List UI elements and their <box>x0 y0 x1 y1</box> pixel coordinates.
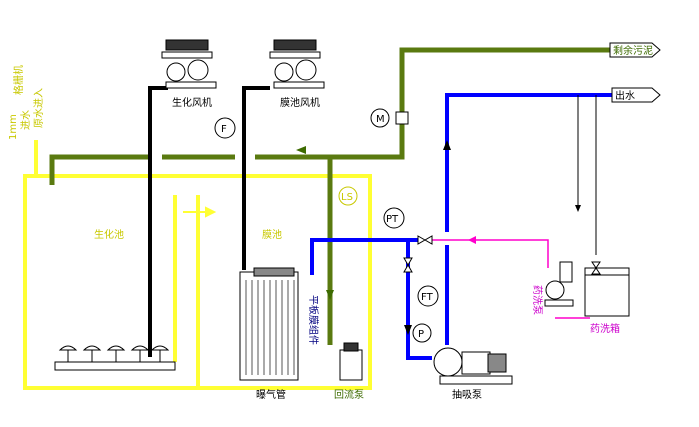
pressure-gauge-icon <box>412 323 432 343</box>
aeration-pipe-label: 曝气管 <box>256 388 286 401</box>
pressure-transmitter-text: PT <box>386 214 399 225</box>
output-tags <box>609 42 661 103</box>
mbr-blower <box>269 39 325 89</box>
flow-transmitter-text: FT <box>421 292 434 303</box>
water-pipes <box>310 93 612 360</box>
air-valve-icon <box>395 111 409 125</box>
inlet-label-a: 进水 <box>20 110 32 130</box>
outlet-tag <box>611 87 661 103</box>
level-switch-icon <box>338 186 358 206</box>
bio-air-drop <box>148 86 168 357</box>
inlet-label-c: 格栅机 <box>12 65 25 95</box>
air-pipe-left <box>49 154 148 185</box>
flow-meter-icon <box>214 117 236 139</box>
permeate-pipe <box>310 238 418 275</box>
level-switch-text: LS <box>341 192 353 203</box>
outlet-pipe <box>445 93 612 232</box>
water-flow-arrows <box>404 140 451 335</box>
chem-pump-label: 药洗泵 <box>531 285 543 315</box>
pressure-gauge-text: P <box>418 329 424 340</box>
mbr-blower-label: 膜池风机 <box>280 96 320 109</box>
mbr-tank-label: 膜池 <box>262 228 282 241</box>
motor-icon <box>370 108 390 128</box>
bio-aeration-base <box>54 361 176 371</box>
return-pump-label: 回流泵 <box>334 388 364 401</box>
bio-tank-label: 生化池 <box>94 228 124 241</box>
flow-transmitter-icon <box>417 285 439 307</box>
chem-tank-symbol <box>584 267 630 317</box>
suction-pump-symbol <box>433 347 513 385</box>
inlet-label-b: 原水进入 <box>33 88 45 128</box>
bio-blower <box>161 39 217 89</box>
instruments <box>214 108 439 343</box>
suction-pump-label: 抽吸泵 <box>452 388 482 401</box>
outlet-water-label: 出水 <box>615 89 635 102</box>
bio-blower-label: 生化风机 <box>172 96 212 109</box>
chem-pump-symbol <box>544 261 574 307</box>
air-pipes <box>49 47 610 345</box>
pressure-transmitter-icon <box>383 207 405 229</box>
suction-line <box>406 240 432 360</box>
excess-sludge-label: 剩余污泥 <box>613 44 653 57</box>
excess-sludge-tag <box>609 42 661 58</box>
membrane-module-label: 平板膜组件 <box>307 295 320 345</box>
return-pump-symbol <box>339 342 363 381</box>
bio-diffusers <box>58 345 170 362</box>
chem-tank-lines <box>577 95 597 255</box>
bio-flow-arrow <box>183 206 217 218</box>
air-flow-arrows <box>296 146 334 300</box>
tank-walls <box>23 140 372 390</box>
chem-tank-label: 药洗箱 <box>590 322 620 335</box>
mbr-air-drop <box>242 86 270 270</box>
valves <box>403 235 601 275</box>
motor-text: M <box>376 114 385 125</box>
flow-meter-text: F <box>221 124 227 135</box>
membrane-module <box>239 267 299 381</box>
screen-size-label: 1mm <box>8 114 19 140</box>
